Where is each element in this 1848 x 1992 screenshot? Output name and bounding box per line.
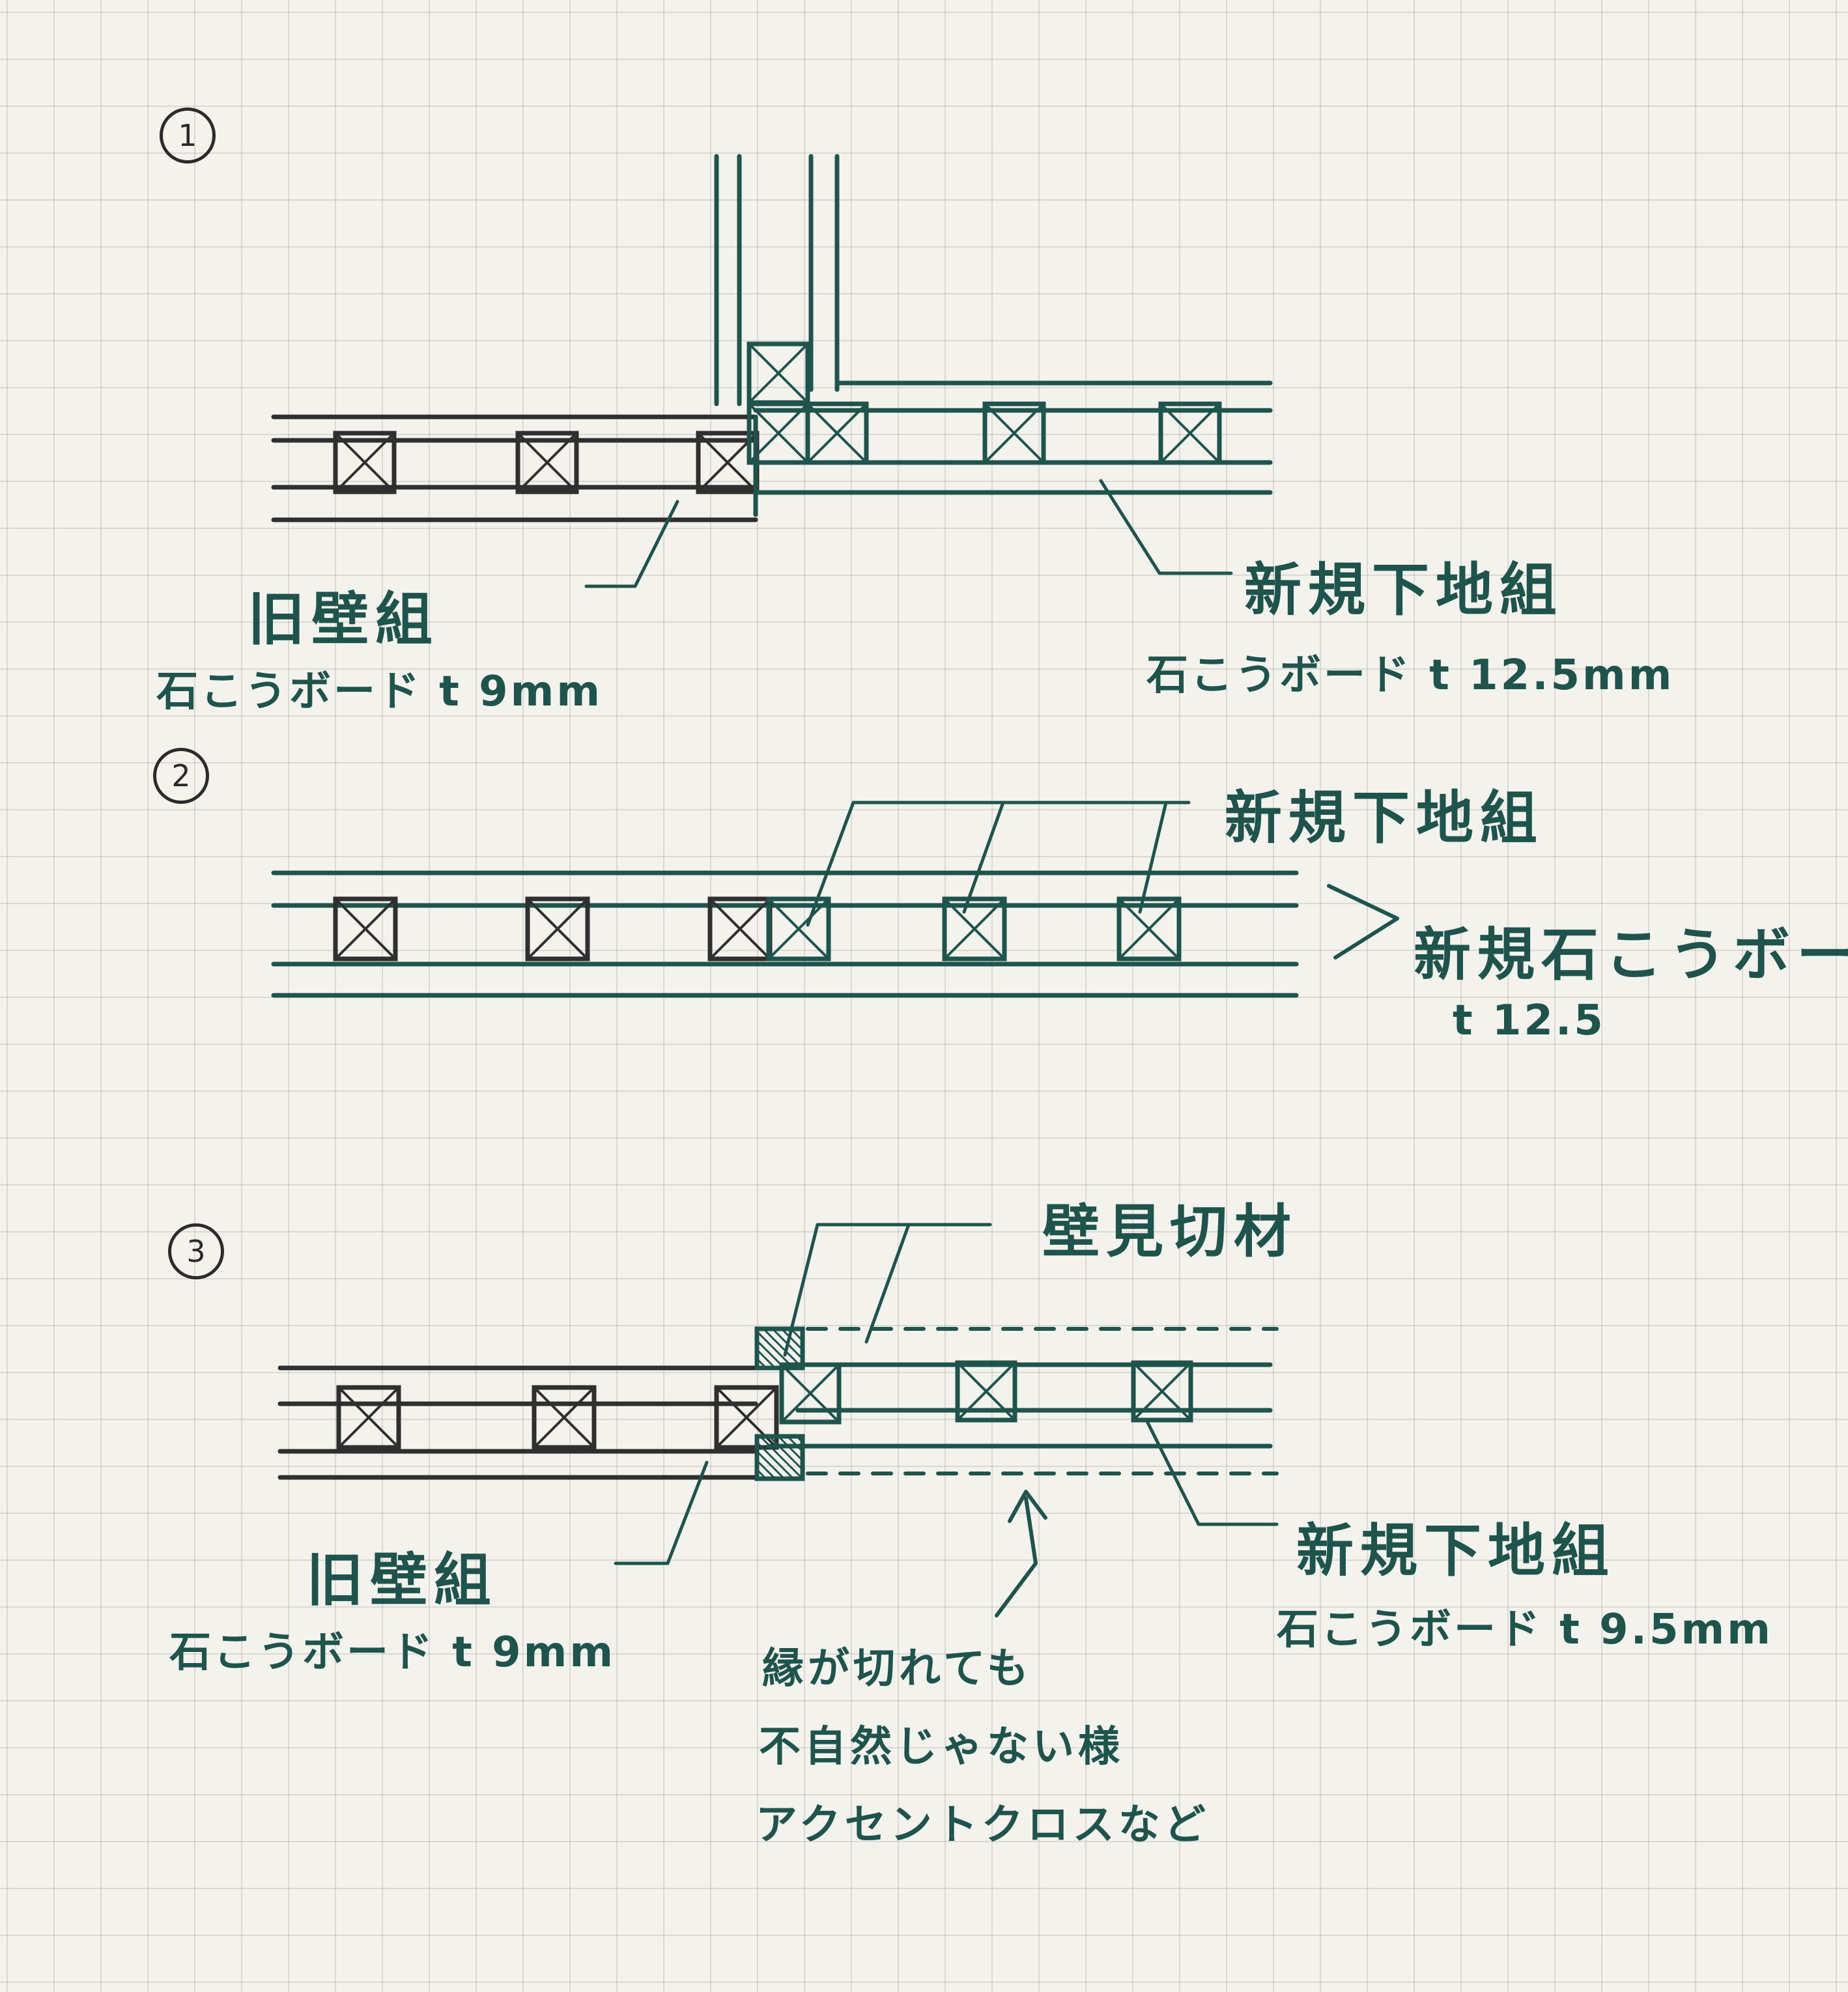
s2-new-thickness-label: t 12.5 (1453, 997, 1606, 1045)
s3-partition-bottom-hatch--51 (756, 1468, 767, 1480)
s3-partition-top-hatch--32 (756, 1348, 776, 1369)
s3-partition-top-hatch--4 (756, 1330, 795, 1369)
s1-new-stud-3-diag-b (984, 403, 1045, 464)
s3-new-board-label: 石こうボード t 9.5mm (1277, 1606, 1773, 1654)
s3-note-line-3: アクセントクロスなど (756, 1801, 1210, 1849)
s2-old-stud-1 (525, 896, 590, 961)
s3-new-stud-1 (955, 1360, 1017, 1423)
s1-new-stud-4-diag-b (1159, 403, 1221, 464)
s3-partition-bottom-hatch-5 (759, 1435, 804, 1480)
s2-new-stud-1-diag-b (943, 898, 1006, 960)
s2-old-stud-0 (333, 896, 398, 961)
s1-new-board-label: 石こうボード t 12.5mm (1146, 651, 1675, 700)
s2-leader-b (962, 801, 1005, 914)
s2-new-stud-2 (1116, 896, 1182, 961)
s1-old-wall-leader (584, 500, 679, 588)
s3-new-stud-2 (1131, 1360, 1193, 1423)
s3-new-base-label: 新規下地組 (1296, 1517, 1616, 1584)
s1-old-board-label: 石こうボード t 9mm (156, 668, 603, 716)
s2-new-stud-0-diag-b (767, 898, 830, 960)
s3-old-stud-0-diag-b (337, 1386, 400, 1449)
s3-new-stud-2-diag-b (1132, 1361, 1192, 1421)
s2-leader-a (806, 801, 1191, 927)
s3-partition-bottom-hatch-19 (768, 1435, 804, 1471)
s3-partition-leader-b (864, 1223, 911, 1344)
s1-new-base-label: 新規下地組 (1244, 556, 1564, 623)
s3-partition-bottom-hatch-33 (777, 1435, 804, 1462)
s2-board-pointer (1327, 884, 1399, 960)
s2-leader-c (1138, 801, 1168, 914)
s3-old-stud-0 (336, 1385, 401, 1450)
s1-new-stud-1-diag-b (748, 403, 809, 464)
s3-old-wall-label: 旧壁組 (306, 1546, 498, 1614)
s1-old-stud-0-diag-b (334, 432, 395, 493)
s1-new-stud-3 (982, 401, 1046, 465)
s2-old-stud-1-diag-b (526, 898, 589, 960)
s1-new-base-leader (1099, 479, 1233, 575)
s2-old-stud-2-diag-b (709, 898, 771, 960)
s3-partition-leader-a (783, 1223, 992, 1357)
s1-new-stud-0-diag-b (748, 343, 809, 404)
s2-new-board-label: 新規石こうボード (1414, 921, 1848, 988)
s3-partition-bottom-hatch-47 (786, 1435, 804, 1453)
s3-new-base-leader (1144, 1418, 1279, 1526)
s3-new-stud-0-diag-b (780, 1363, 840, 1423)
s3-partition-top-hatch-38 (780, 1328, 804, 1351)
s3-partition-bottom-hatch-61 (795, 1435, 804, 1444)
s2-new-stud-0 (766, 896, 831, 961)
section-2-number: 2 (153, 748, 209, 804)
s3-partition-label: 壁見切材 (1042, 1198, 1298, 1265)
section-1-number: 1 (160, 107, 216, 164)
s3-new-stud-1-diag-b (956, 1361, 1016, 1421)
s3-partition-top-hatch--46 (756, 1358, 767, 1369)
s2-old-stud-0-diag-b (334, 898, 397, 960)
s1-old-stud-1 (515, 431, 579, 494)
s3-old-stud-1-diag-b (533, 1386, 595, 1449)
s3-note-arrowhead (1008, 1490, 1047, 1523)
s2-new-stud-1 (942, 896, 1007, 961)
s3-note-arrow (995, 1496, 1038, 1617)
s1-old-stud-0 (333, 431, 397, 494)
s3-old-stud-1 (532, 1385, 597, 1450)
s3-note-line-2: 不自然じゃない様 (759, 1723, 1124, 1771)
s1-new-stud-2 (805, 401, 869, 465)
section-3-number: 3 (168, 1223, 224, 1279)
s3-old-stud-2 (714, 1385, 779, 1450)
s1-new-stud-4 (1158, 401, 1222, 465)
s3-partition-top-hatch-52 (789, 1328, 804, 1342)
s3-partition-top-hatch-66 (799, 1328, 804, 1333)
s3-note-line-1: 縁が切れても (762, 1645, 1032, 1693)
s3-old-wall-leader (614, 1460, 709, 1565)
s1-old-wall-label: 旧壁組 (248, 586, 440, 653)
s3-old-stud-2-diag-b (715, 1386, 778, 1449)
s2-new-stud-2-diag-b (1118, 898, 1180, 960)
s3-new-stud-0 (779, 1362, 842, 1425)
s3-partition-bottom-hatch--9 (756, 1441, 795, 1480)
s3-partition-bottom-hatch--37 (756, 1459, 776, 1480)
s3-partition-top-hatch-10 (762, 1328, 804, 1369)
s2-new-base-label: 新規下地組 (1225, 784, 1544, 851)
s3-partition-bottom-hatch--23 (756, 1450, 786, 1480)
s1-new-stud-2-diag-b (806, 403, 868, 464)
s1-old-stud-1-diag-b (517, 432, 578, 493)
s3-old-board-label: 石こうボード t 9mm (169, 1629, 616, 1677)
